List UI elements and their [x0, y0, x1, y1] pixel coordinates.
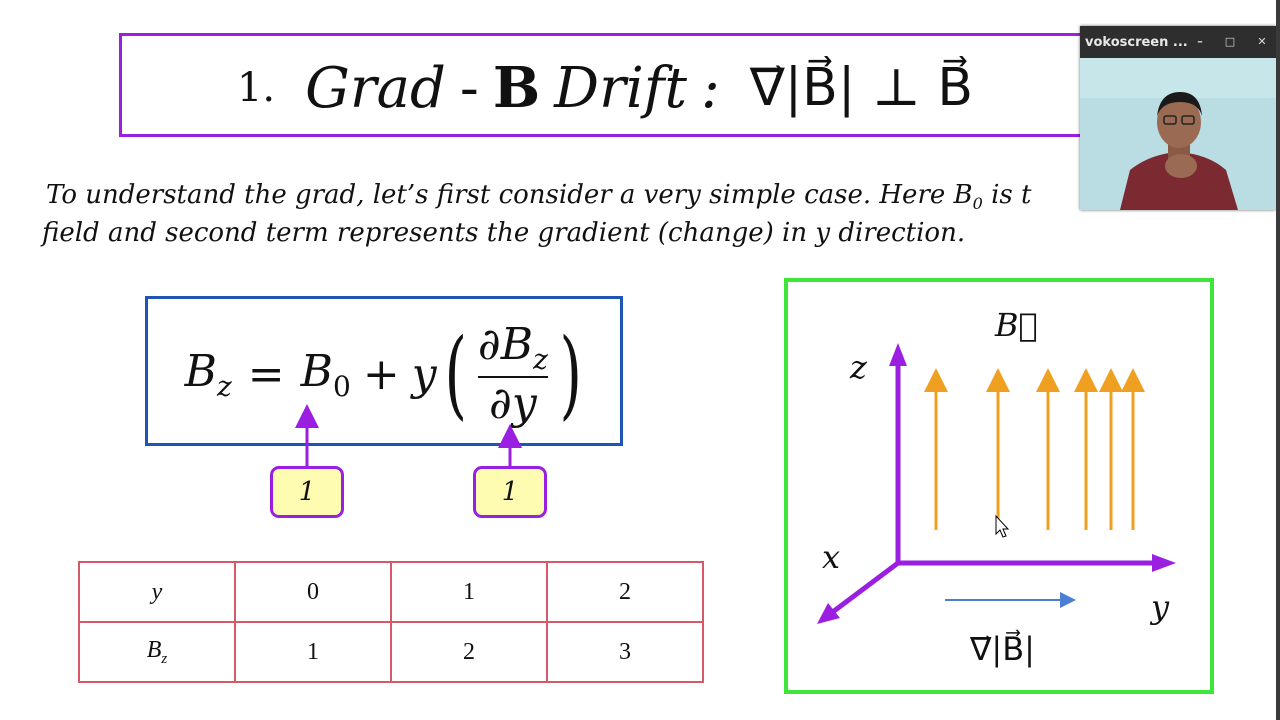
- fraction-bar: [478, 375, 548, 378]
- eq-b0: B0: [300, 345, 351, 403]
- webcam-feed: [1080, 58, 1276, 210]
- intro-line-1: To understand the grad, let’s first cons…: [46, 180, 1031, 213]
- webcam-title: vokoscreen ...: [1085, 34, 1188, 50]
- table-row: y 0 1 2: [78, 561, 704, 623]
- diagram-box: [784, 278, 1214, 694]
- y-axis-label: y: [1151, 588, 1170, 626]
- row-header-bz: Bz: [78, 621, 236, 683]
- title-word-b: B: [492, 55, 541, 121]
- title-dash: -: [459, 55, 479, 121]
- eq-close-paren: ): [559, 318, 582, 430]
- title-word-grad: Grad: [305, 55, 446, 121]
- eq-open-paren: (: [444, 318, 467, 430]
- intro-b0: B0: [953, 180, 983, 214]
- intro-line-2: field and second term represents the gra…: [42, 218, 966, 248]
- table-cell: 2: [390, 621, 548, 683]
- title-colon: :: [700, 55, 720, 121]
- desktop-edge: [1276, 0, 1280, 720]
- title-box: 1. Grad - B Drift : ∇⃗|B⃗| ⊥ B⃗: [119, 33, 1085, 137]
- x-axis: [828, 561, 900, 616]
- equation-box: Bz = B0 + y ( ∂Bz ∂y ): [145, 296, 623, 446]
- table-row: Bz 1 2 3: [78, 621, 704, 683]
- callout-box-2: 1: [473, 466, 547, 518]
- x-axis-head: [817, 603, 840, 624]
- gradient-label: ∇⃗|B⃗|: [970, 630, 1035, 668]
- eq-derivative: ∂Bz ∂y: [478, 319, 548, 429]
- equation: Bz = B0 + y ( ∂Bz ∂y ): [148, 299, 626, 449]
- intro-text-a: To understand the grad, let’s first cons…: [46, 180, 946, 210]
- row-header-y: y: [78, 561, 236, 623]
- title-word-drift: Drift: [554, 55, 687, 121]
- maximize-button[interactable]: □: [1224, 35, 1236, 48]
- minimize-button[interactable]: –: [1197, 35, 1203, 48]
- slide-title: 1. Grad - B Drift : ∇⃗|B⃗| ⊥ B⃗: [122, 36, 1088, 140]
- table-cell: 2: [546, 561, 704, 623]
- eq-denominator: ∂y: [489, 377, 537, 429]
- table-cell: 1: [390, 561, 548, 623]
- callout-box-1: 1: [270, 466, 344, 518]
- webcam-titlebar[interactable]: vokoscreen ... – □ ✕: [1080, 26, 1276, 58]
- title-number: 1.: [236, 65, 276, 111]
- table-cell: 3: [546, 621, 704, 683]
- eq-y: y: [411, 348, 437, 400]
- title-formula: ∇⃗|B⃗| ⊥ B⃗: [749, 58, 973, 118]
- bz-table: y 0 1 2 Bz 1 2 3: [78, 561, 704, 683]
- eq-equals: =: [247, 348, 285, 400]
- mouse-cursor-icon: [995, 514, 1010, 538]
- table-cell: 0: [234, 561, 392, 623]
- eq-plus: +: [362, 348, 400, 400]
- table-cell: 1: [234, 621, 392, 683]
- b-vector-label: B⃗: [995, 306, 1038, 344]
- close-button[interactable]: ✕: [1257, 35, 1267, 48]
- webcam-window[interactable]: vokoscreen ... – □ ✕: [1080, 26, 1276, 210]
- eq-lhs: Bz: [184, 345, 232, 403]
- z-axis-label: z: [850, 348, 867, 386]
- x-axis-label: x: [822, 538, 841, 576]
- y-axis-head: [1152, 554, 1176, 572]
- z-axis-head: [889, 343, 907, 366]
- intro-text-c: is t: [991, 180, 1032, 210]
- eq-numerator: ∂Bz: [478, 319, 548, 376]
